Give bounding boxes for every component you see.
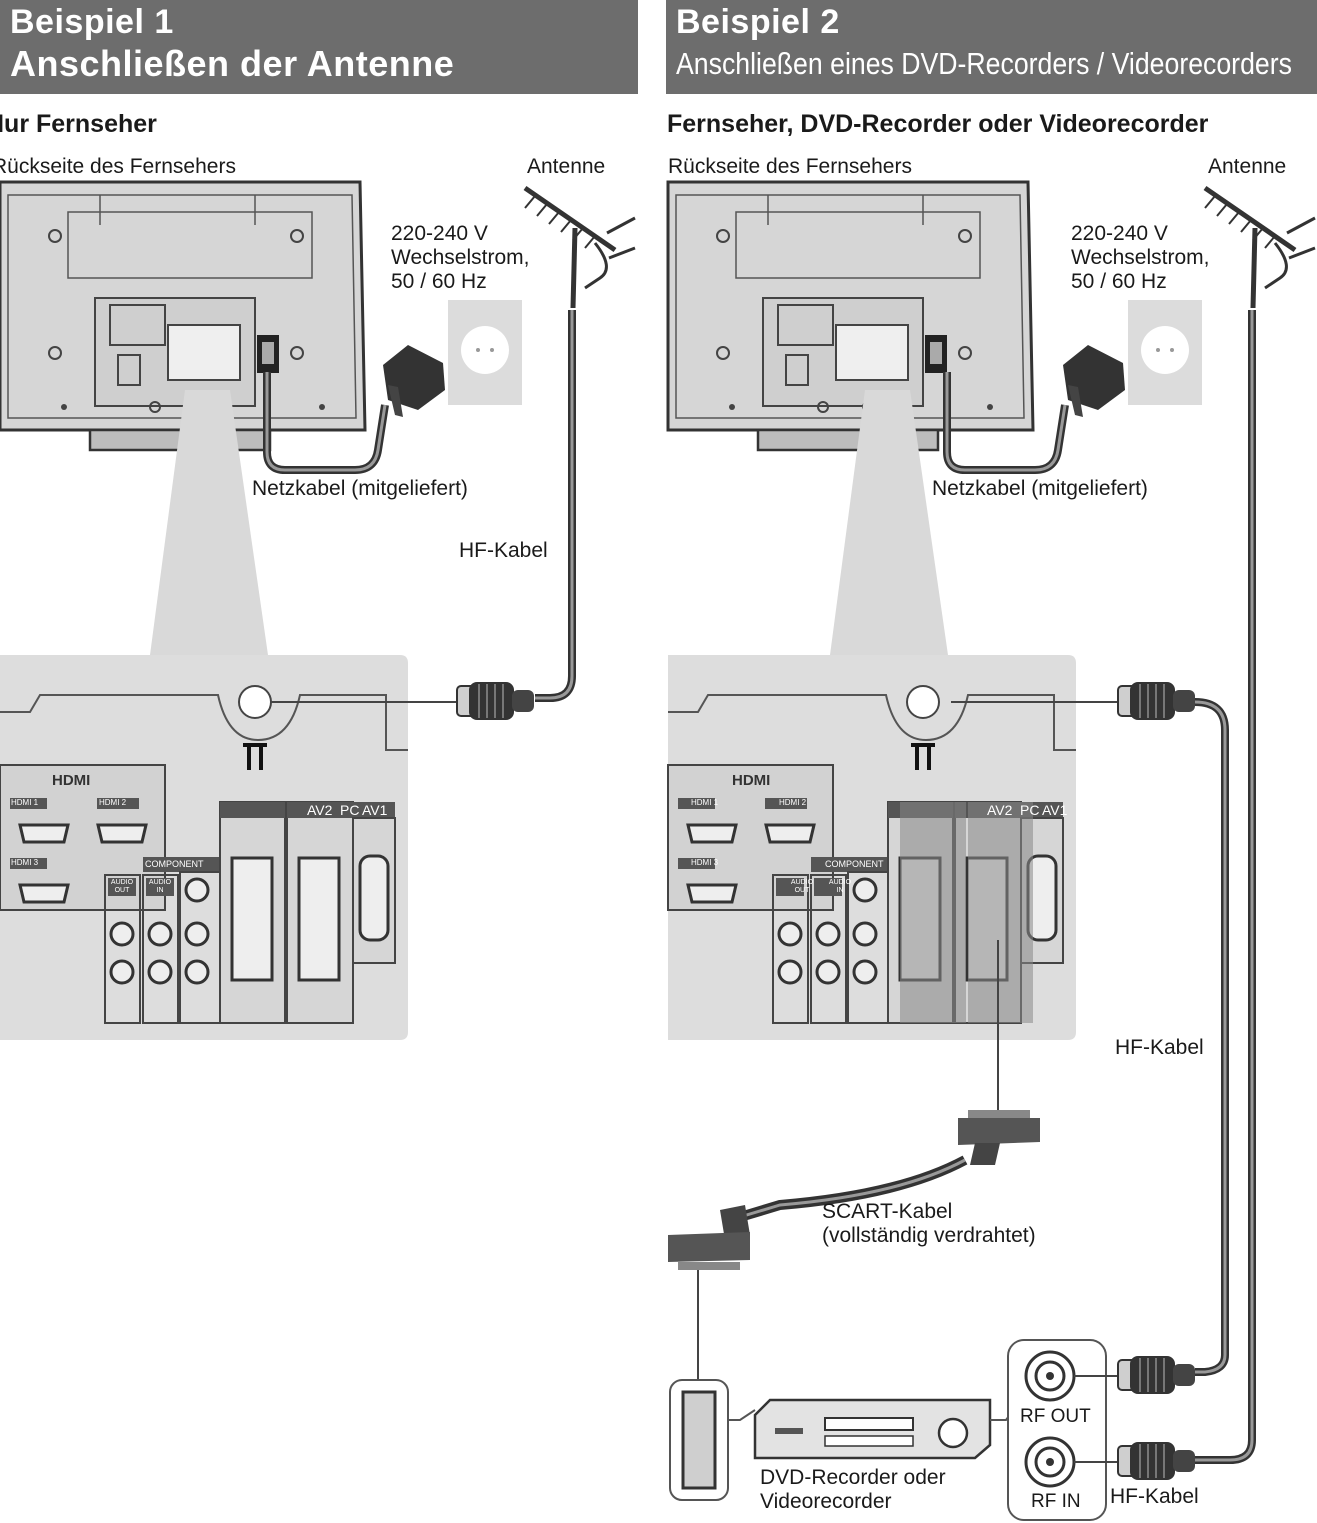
rf-cable-1: [535, 310, 576, 702]
terminal-panel-1: [0, 653, 410, 1042]
rf-plug-icon-2: [1117, 681, 1196, 721]
example2-av2-label: AV2: [987, 802, 1013, 818]
example2-rf-cable-label-upper: HF-Kabel: [1115, 1036, 1204, 1059]
example2-hdmi2-label: HDMI 2: [779, 798, 807, 807]
example1-power-cable-label: Netzkabel (mitgeliefert): [252, 477, 468, 500]
example2-title-line2: Anschließen eines DVD-Recorders / Videor…: [676, 46, 1292, 81]
rf-plug-icon-1: [456, 681, 535, 721]
example2-hdmi1-label: HDMI 1: [691, 798, 719, 807]
antenna-icon-1: [525, 188, 635, 308]
zoom-cone-1: [150, 390, 268, 655]
example2-antenna-label: Antenne: [1208, 155, 1287, 178]
rf-sockets-box: [1007, 1339, 1107, 1521]
example1-hdmi3-label: HDMI 3: [11, 858, 39, 867]
power-plug-icon-1: [383, 345, 445, 417]
recorder-label-line2: Videorecorder: [760, 1490, 892, 1513]
zoom-cone-2: [830, 390, 948, 655]
example1-audio-out-label: AUDIO OUT: [110, 879, 134, 894]
rf-in-label: RF IN: [1031, 1491, 1081, 1512]
example1-power-line1: 220-240 V: [391, 222, 488, 245]
scart-plug-bottom: [668, 1205, 750, 1270]
example1-hdmi2-label: HDMI 2: [99, 798, 127, 807]
dvd-recorder-icon: [753, 1398, 992, 1460]
scart-plug-top: [958, 1110, 1040, 1165]
example1-subtitle: Nur Fernseher: [0, 110, 157, 138]
example2-title-line1: Beispiel 2: [676, 3, 840, 41]
example1-hdmi1-label: HDMI 1: [11, 798, 39, 807]
recorder-label-line1: DVD-Recorder oder: [760, 1466, 946, 1489]
example1-rf-cable-label: HF-Kabel: [459, 539, 548, 562]
example1-antenna-label: Antenne: [527, 155, 606, 178]
example1-hdmi-logo: HDMI: [52, 772, 91, 789]
example2-header: Beispiel 2 Anschließen eines DVD-Recorde…: [666, 0, 1317, 94]
example2-power-cable-label: Netzkabel (mitgeliefert): [932, 477, 1148, 500]
example1-av2-label: AV2: [307, 802, 333, 818]
antenna-icon-2: [1205, 188, 1315, 308]
example1-audio-in-label: AUDIO IN: [148, 879, 172, 894]
recorder-scart-socket: [669, 1379, 729, 1501]
power-plug-icon-2: [1063, 345, 1125, 417]
wall-outlet-icon-2: [1128, 300, 1202, 405]
example2-hdmi3-label: HDMI 3: [691, 858, 719, 867]
rf-plug-icon-rf-in: [1117, 1441, 1196, 1481]
example2-audio-out-label: AUDIO OUT: [790, 879, 814, 894]
example2-power-line1: 220-240 V: [1071, 222, 1168, 245]
tv-back-2: [666, 180, 1035, 452]
example2-rf-cable-label-lower: HF-Kabel: [1110, 1485, 1199, 1508]
example2-pc-label: PC: [1020, 802, 1040, 818]
example1-title-line1: Beispiel 1: [10, 3, 174, 41]
example1-tv-back-label: Rückseite des Fernsehers: [0, 155, 236, 178]
example1-power-line3: 50 / 60 Hz: [391, 270, 487, 293]
example1-pc-label: PC: [340, 802, 360, 818]
example1-component-label: COMPONENT: [145, 859, 204, 869]
example1-power-line2: Wechselstrom,: [391, 246, 530, 269]
example1-header: Beispiel 1 Anschließen der Antenne: [0, 0, 638, 94]
example2-subtitle: Fernseher, DVD-Recorder oder Videorecord…: [667, 110, 1209, 138]
example2-power-line3: 50 / 60 Hz: [1071, 270, 1167, 293]
scart-cable-label-line1: SCART-Kabel: [822, 1200, 953, 1223]
example2-audio-in-label: AUDIO IN: [828, 879, 852, 894]
example1-av1-label: AV1: [362, 802, 388, 818]
example2-component-label: COMPONENT: [825, 859, 884, 869]
example1-title-line2: Anschließen der Antenne: [10, 43, 455, 84]
example2-hdmi-logo: HDMI: [732, 772, 771, 789]
example2-power-line2: Wechselstrom,: [1071, 246, 1210, 269]
example2-av1-label: AV1: [1042, 802, 1068, 818]
example2-tv-back-label: Rückseite des Fernsehers: [668, 155, 912, 178]
scart-cable-label-line2: (vollständig verdrahtet): [822, 1224, 1036, 1247]
rf-plug-icon-rf-out: [1117, 1355, 1196, 1395]
wall-outlet-icon-1: [448, 300, 522, 405]
rf-out-label: RF OUT: [1020, 1406, 1091, 1427]
